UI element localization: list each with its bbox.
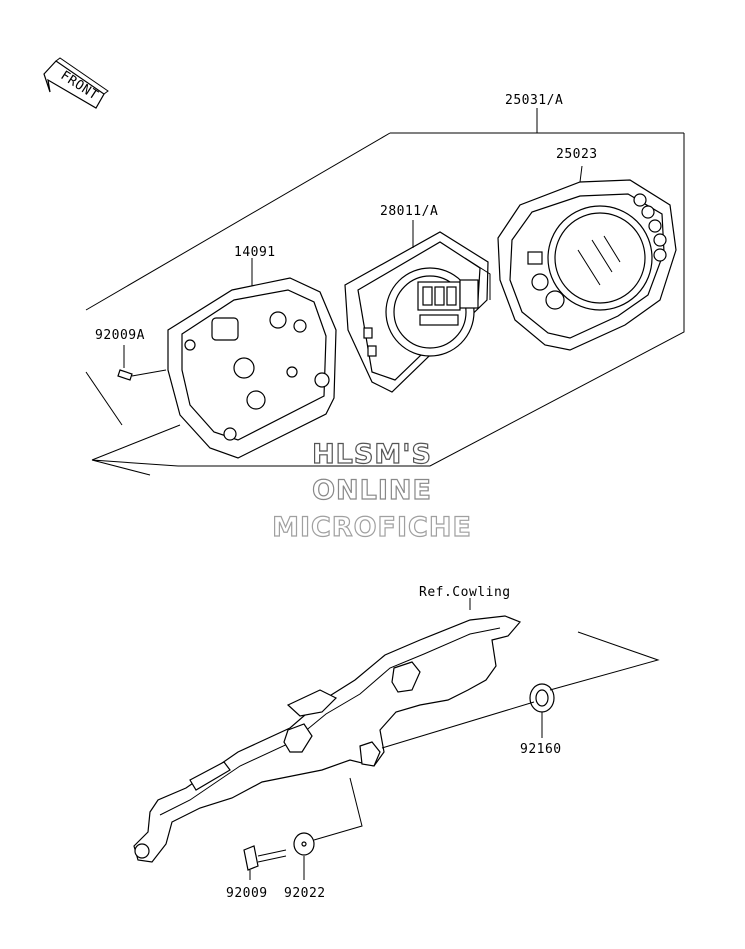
part-number-92160: 92160 — [520, 742, 562, 757]
screw-92009a — [117, 345, 167, 381]
grommet-92160 — [529, 683, 555, 738]
meter-unit — [344, 220, 491, 393]
watermark: HLSM'S ONLINE MICROFICHE — [271, 438, 472, 543]
part-number-92022: 92022 — [284, 886, 326, 901]
front-arrow-icon: FRONT — [43, 57, 109, 109]
bracket-assembly — [133, 598, 660, 880]
meter-assembly — [85, 108, 685, 476]
meter-case — [167, 258, 337, 459]
watermark-line-2: ONLINE — [312, 475, 432, 506]
watermark-line-1: HLSM'S — [312, 439, 432, 470]
meter-cover — [497, 165, 677, 351]
ref-cowling-label: Ref.Cowling — [419, 585, 511, 600]
part-number-92009: 92009 — [226, 886, 268, 901]
part-number-25031a: 25031/A — [505, 93, 563, 108]
part-number-92009a: 92009A — [95, 328, 145, 343]
watermark-line-3: MICROFICHE — [272, 512, 472, 543]
part-number-28011a: 28011/A — [380, 204, 438, 219]
screw-92009 — [243, 845, 287, 880]
washer-92022 — [293, 832, 315, 880]
part-number-25023: 25023 — [556, 147, 598, 162]
meter-bracket — [133, 598, 522, 863]
part-number-14091: 14091 — [234, 245, 276, 260]
